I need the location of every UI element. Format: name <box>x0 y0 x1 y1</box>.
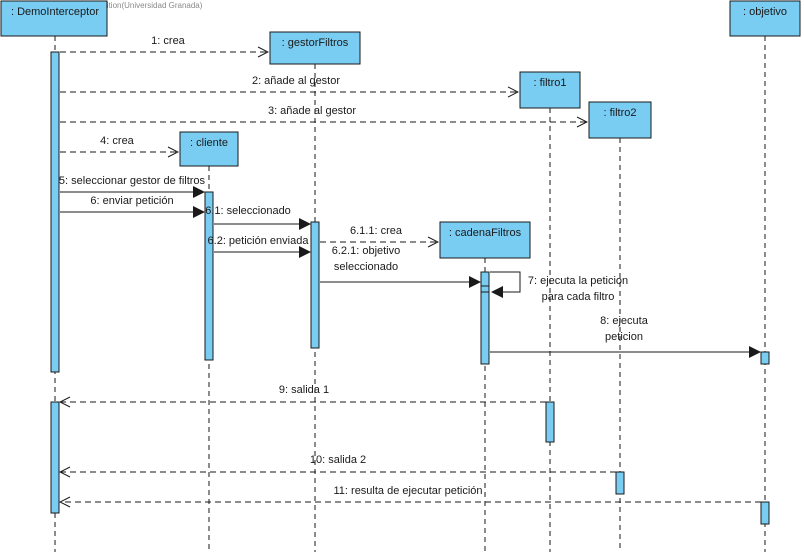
message-14[interactable]: 10: salida 2 <box>60 454 616 472</box>
lifeline-label-cadena: : cadenaFiltros <box>449 227 522 239</box>
activation-bar-gestor <box>310 221 320 349</box>
message-label: 5: seleccionar gestor de filtros <box>59 175 206 187</box>
lifeline-box-gestor[interactable]: : gestorFiltros <box>269 31 361 65</box>
message-2[interactable]: 2: añade al gestor <box>60 75 518 92</box>
activation-bar-filtro2 <box>615 471 625 495</box>
message-3[interactable]: 3: añade al gestor <box>60 105 587 122</box>
message-label: 2: añade al gestor <box>252 75 340 87</box>
lifeline-box-cliente[interactable]: : cliente <box>179 131 239 167</box>
message-label: 6.1.1: crea <box>350 225 403 237</box>
activation-bar-demo <box>50 401 60 514</box>
message-4[interactable]: 4: crea <box>60 135 178 152</box>
lifeline-label-demo: : DemoInterceptor <box>11 6 99 18</box>
activation-bar-demo <box>50 51 60 373</box>
message-6[interactable]: 6: enviar petición <box>60 195 205 218</box>
activation-bar-cadena <box>480 285 490 293</box>
message-8[interactable]: 6.1.1: crea <box>320 225 438 242</box>
lifeline-box-filtro1[interactable]: : filtro1 <box>519 71 581 109</box>
lifeline-label-gestor: : gestorFiltros <box>282 37 349 49</box>
activation-bar-objetivo <box>760 351 770 365</box>
message-label: 6.2: petición enviada <box>208 235 310 247</box>
message-label: 9: salida 1 <box>279 384 329 396</box>
activation-bar-filtro1 <box>545 401 555 443</box>
lifeline-box-objetivo[interactable]: : objetivo <box>729 0 801 37</box>
message-5[interactable]: 5: seleccionar gestor de filtros <box>59 175 206 198</box>
activation-bar-cadena <box>480 271 490 365</box>
message-label: 1: crea <box>151 35 186 47</box>
message-9[interactable]: 6.2: petición enviada <box>208 235 311 258</box>
lifeline-box-demo[interactable]: : DemoInterceptor <box>0 0 108 37</box>
message-label: 6.1: seleccionado <box>205 205 291 217</box>
message-label: 6: enviar petición <box>90 195 173 207</box>
lifeline-box-cadena[interactable]: : cadenaFiltros <box>439 221 531 259</box>
message-7[interactable]: 6.1: seleccionado <box>205 205 311 230</box>
lifeline-label-filtro2: : filtro2 <box>603 107 636 119</box>
lifeline-label-cliente: : cliente <box>190 137 228 149</box>
message-arrow <box>490 271 521 298</box>
message-label: 4: crea <box>100 135 135 147</box>
message-label: 10: salida 2 <box>310 454 366 466</box>
activation-bar-cliente <box>204 191 214 361</box>
activation-bar-objetivo <box>760 501 770 525</box>
message-label: 3: añade al gestor <box>268 105 356 117</box>
lifeline-label-filtro1: : filtro1 <box>533 77 566 89</box>
message-15[interactable]: 11: resulta de ejecutar petición <box>60 485 761 502</box>
message-1[interactable]: 1: crea <box>60 35 268 52</box>
message-label: 11: resulta de ejecutar petición <box>334 485 483 497</box>
message-13[interactable]: 9: salida 1 <box>60 384 546 402</box>
lifeline-label-objetivo: : objetivo <box>743 6 787 18</box>
lifeline-box-filtro2[interactable]: : filtro2 <box>588 101 652 139</box>
